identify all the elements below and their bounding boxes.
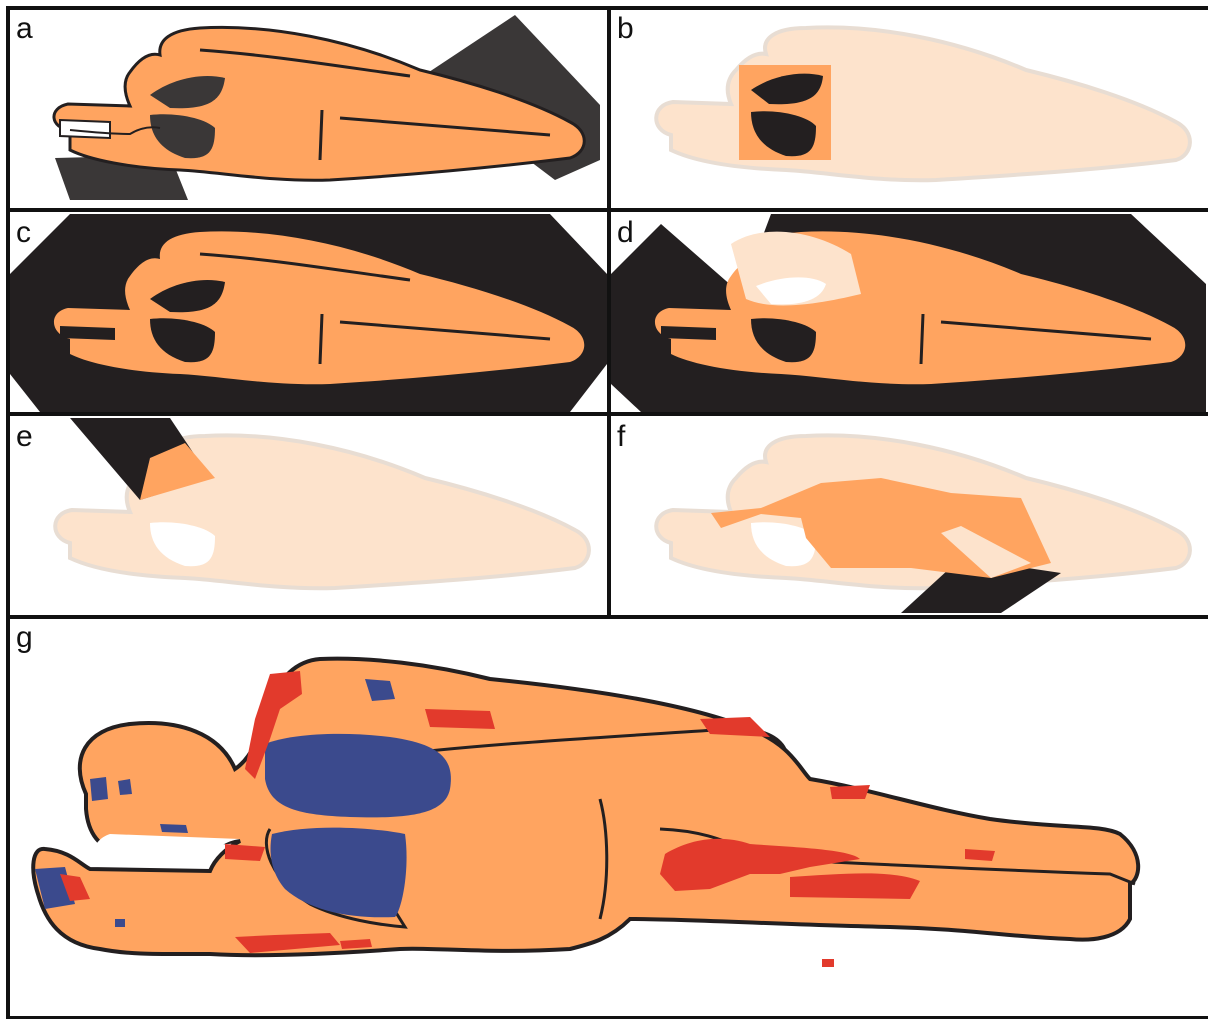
panel-f-label: f [617,420,625,454]
panel-b: b [611,10,1206,208]
panel-c: c [10,214,607,412]
panel-a-label: a [16,12,33,46]
panel-f-illustration [611,418,1206,613]
panel-g: g [10,619,1206,1016]
panel-g-label: g [16,621,33,655]
panel-e: e [10,418,607,613]
panel-d-label: d [617,216,634,250]
frame-border-bottom [6,1016,1208,1019]
panel-g-illustration [10,619,1206,1016]
panel-a: a [10,10,607,208]
panel-a-illustration [10,10,607,208]
panel-b-illustration [611,10,1206,208]
panel-e-illustration [10,418,607,613]
panel-c-label: c [16,216,31,250]
panel-f: f [611,418,1206,613]
panel-c-illustration [10,214,607,412]
panel-d: d [611,214,1206,412]
panel-b-label: b [617,12,634,46]
panel-e-label: e [16,420,33,454]
panel-d-illustration [611,214,1206,412]
